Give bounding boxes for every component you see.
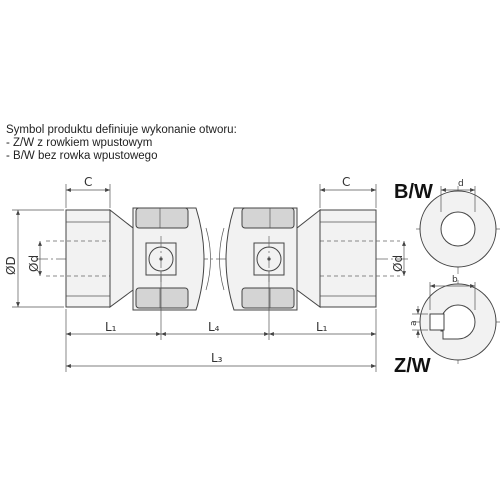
caption-title: Symbol produktu definiuje wykonanie otwo… (6, 124, 237, 136)
dim-l4: L₄ (208, 320, 220, 334)
right-taper (296, 208, 321, 308)
right-fork-bottom-ear (241, 287, 295, 309)
dim-l1-left: L₁ (105, 320, 117, 334)
dim-phi-d-right: Ød (391, 255, 405, 272)
right-hub (319, 209, 377, 308)
zw-bore-with-keyway (440, 304, 476, 340)
dim-l1-right: L₁ (316, 320, 328, 334)
left-fork-bottom-ear (135, 287, 189, 309)
dim-c-left: C (84, 175, 92, 189)
caption-line-zw: - Z/W z rowkiem wpustowym (6, 137, 153, 149)
dim-zw-a: a (409, 320, 419, 326)
dimension-lines: C C ØD Ød Ød L₁ L₄ L₁ L₃ (4, 175, 406, 372)
bw-end-view: B/W d (394, 179, 500, 274)
left-taper (109, 208, 134, 308)
dim-phi-D: ØD (4, 256, 18, 275)
variant-label-zw: Z/W (394, 355, 431, 377)
product-variant-caption: Symbol produktu definiuje wykonanie otwo… (6, 124, 306, 163)
dim-bw-d: d (458, 179, 464, 189)
dim-c-right: C (342, 175, 350, 189)
right-fork-top-ear (241, 207, 295, 229)
left-hub (65, 209, 111, 308)
variant-label-bw: B/W (394, 181, 433, 203)
zw-end-view: b a Z/W (394, 275, 500, 377)
dim-phi-d-left: Ød (27, 255, 41, 272)
dim-zw-b: b (452, 275, 458, 285)
left-fork-top-ear (135, 207, 189, 229)
caption-line-bw: - B/W bez rowka wpustowego (6, 150, 158, 162)
joint-side-view (36, 207, 410, 311)
zw-keyway (429, 313, 445, 331)
dim-l3: L₃ (211, 351, 223, 365)
bw-bore (440, 211, 476, 247)
